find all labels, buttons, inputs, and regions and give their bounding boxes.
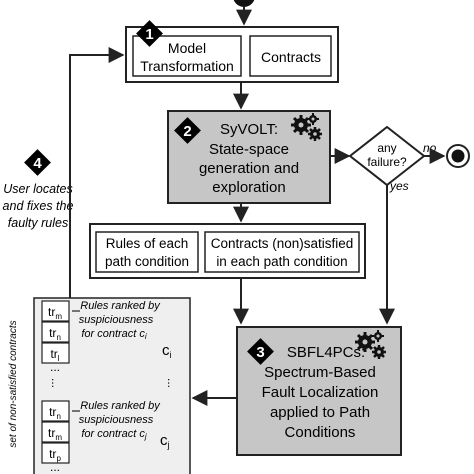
svg-text:4: 4 [33, 155, 42, 172]
decision-no-label: no [423, 141, 437, 155]
rule-item-group1-3: trl [41, 342, 70, 364]
rule-item-group1-1: trm [41, 300, 70, 322]
user-fix-line-2: and fixes the [3, 199, 74, 213]
rule-item-group2-3: trp [41, 442, 70, 464]
syvolt-line-4: exploration [212, 179, 285, 196]
user-fix-line-1: User locates [3, 182, 72, 196]
rule-ellipsis-group2: ... [50, 460, 60, 474]
svg-text:1: 1 [145, 26, 153, 43]
group1-caption-3: for contract ci [81, 328, 147, 341]
rule-item-group1-2: trn [41, 321, 70, 343]
start-node [233, 0, 255, 7]
sbfl-line-1: SBFL4PCs: [287, 344, 365, 361]
rule-item-group2-2: trm [41, 421, 70, 443]
middle-ellipsis-right: ... [165, 378, 179, 388]
rule-ellipsis-group1: ... [50, 360, 60, 374]
sbfl-line-2: Spectrum-Based [264, 364, 376, 381]
group2-caption-1: Rules ranked by [80, 400, 161, 412]
svg-text:trn: trn [49, 326, 61, 342]
sbfl-line-5: Conditions [285, 424, 356, 441]
svg-text:trm: trm [48, 305, 62, 321]
rules-of-path-box [95, 231, 199, 273]
syvolt-title: SyVOLT: [220, 121, 278, 138]
contracts-label: Contracts [261, 49, 321, 65]
group2-contract: cj [160, 432, 170, 450]
svg-text:trp: trp [49, 447, 61, 463]
contracts-per-path-box [204, 231, 360, 273]
middle-ellipsis-left: ... [49, 378, 63, 388]
group1-contract: ci [162, 342, 172, 360]
ranking-side-label: set of non-satisfied contracts [8, 320, 19, 447]
svg-text:3: 3 [256, 344, 264, 361]
model-transformation-label-1: Model [168, 40, 206, 56]
step-2-badge: 2 [174, 117, 201, 144]
decision-line-1: any [377, 141, 396, 155]
svg-text:2: 2 [183, 123, 191, 140]
step-1-badge: 1 [136, 20, 163, 47]
user-fix-line-3: faulty rules [8, 216, 68, 230]
decision-yes-label: yes [389, 179, 409, 193]
syvolt-line-3: generation and [199, 160, 299, 177]
gears-icon [355, 330, 386, 359]
rule-item-group2-1: trn [41, 400, 70, 422]
syvolt-line-2: State-space [209, 141, 289, 158]
gears-icon [291, 113, 322, 141]
contracts-per-path-line-2: in each path condition [216, 254, 347, 269]
contracts-inner [249, 35, 332, 77]
model-transformation-label-2: Transformation [140, 58, 234, 74]
contracts-per-path-line-1: Contracts (non)satisfied [211, 236, 354, 251]
rules-of-path-line-2: path condition [105, 254, 189, 269]
feedback-loop-arrow [69, 47, 125, 298]
step-4-badge: 4 [24, 149, 51, 176]
group2-caption-3: for contract cj [81, 428, 147, 441]
group2-caption-2: suspiciousness [79, 414, 154, 426]
group1-caption-1: Rules ranked by [80, 300, 161, 312]
rules-of-path-line-1: Rules of each [106, 236, 189, 251]
svg-text:trm: trm [48, 426, 62, 442]
svg-text:trn: trn [49, 405, 61, 421]
decision-line-2: failure? [367, 155, 407, 169]
end-node [446, 144, 470, 168]
group1-caption-2: suspiciousness [79, 314, 154, 326]
svg-text:trl: trl [50, 347, 59, 363]
sbfl-line-3: Fault Localization [262, 384, 379, 401]
sbfl-line-4: applied to Path [270, 404, 370, 421]
